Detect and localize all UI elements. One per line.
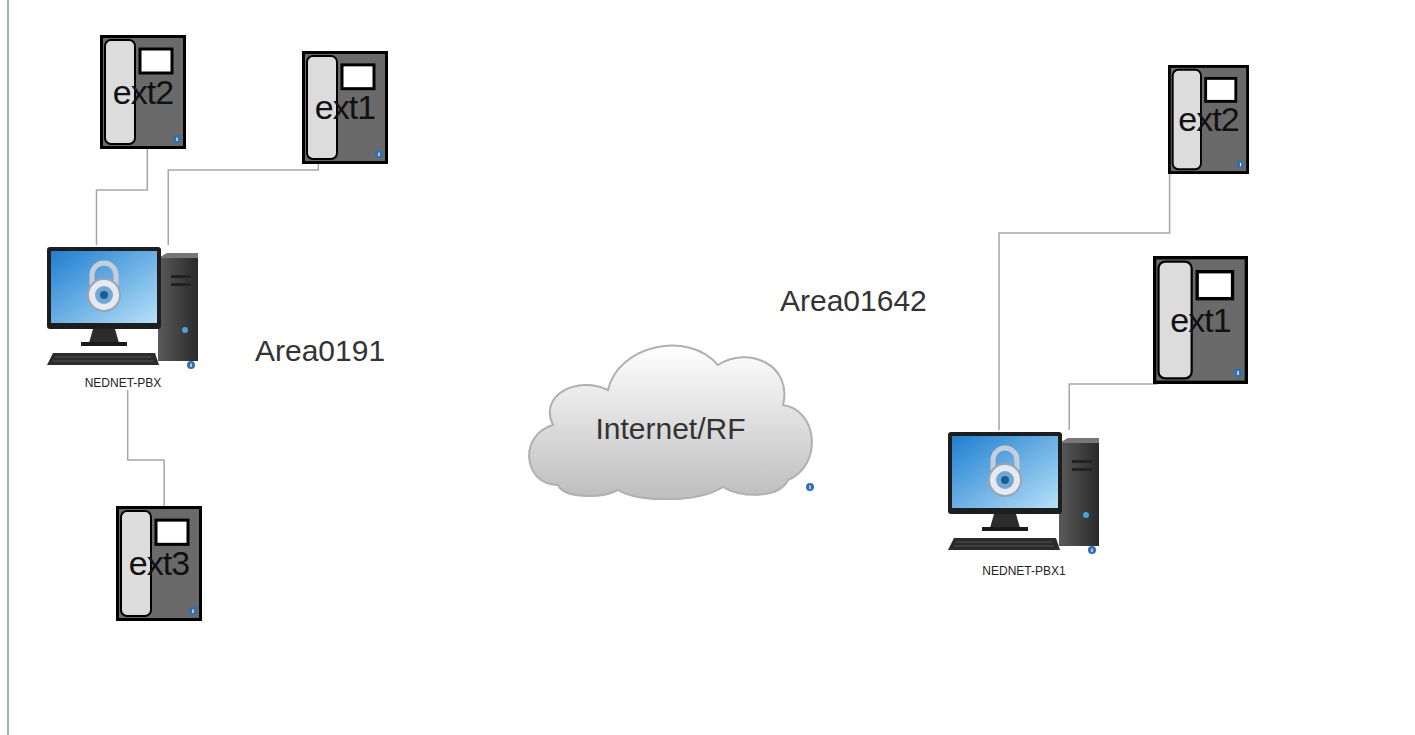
host-name: NEDNET-PBX1 (946, 564, 1102, 578)
phone-extension: ext1 (1153, 256, 1248, 384)
phone-line (96, 149, 147, 245)
phone-line (128, 390, 164, 506)
phone-line (999, 174, 1170, 430)
area-code-label: Area0191 (255, 334, 385, 368)
area-code-label: Area01642 (780, 284, 927, 318)
frame-line (7, 0, 9, 735)
phone-extension: ext2 (100, 35, 186, 149)
phone-extension: ext2 (1168, 65, 1249, 174)
extension-label: ext1 (1153, 256, 1248, 384)
pbx-computer: NEDNET-PBX (45, 245, 201, 390)
pbx-computer: NEDNET-PBX1 (946, 430, 1102, 578)
extension-label: ext3 (116, 506, 202, 621)
phone-line (1069, 384, 1158, 430)
phone-extension: ext3 (116, 506, 202, 621)
host-name: NEDNET-PBX (45, 376, 201, 390)
extension-label: ext2 (1168, 65, 1249, 174)
cloud-label: Internet/RF (518, 412, 823, 446)
extension-label: ext2 (100, 35, 186, 149)
pc-icon (45, 245, 201, 390)
phone-line (168, 164, 318, 245)
pc-icon (946, 430, 1102, 578)
phone-extension: ext1 (302, 51, 388, 164)
extension-label: ext1 (302, 51, 388, 164)
network-cloud: Internet/RF (518, 325, 823, 500)
